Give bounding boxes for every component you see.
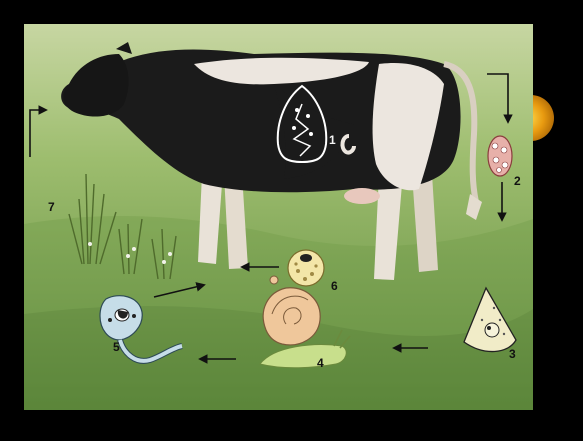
stage-label-4: 4	[317, 356, 324, 370]
pasture-photo: 1 2 3 4 5 6 7	[24, 24, 533, 410]
stage-label-6: 6	[331, 279, 338, 293]
stage-label-5: 5	[113, 340, 120, 354]
life-cycle-diagram	[24, 24, 533, 410]
stage-label-2: 2	[514, 174, 521, 188]
stage-label-7: 7	[48, 200, 55, 214]
egg-icon	[488, 136, 512, 176]
stage-label-3: 3	[509, 347, 516, 361]
stage-label-1: 1	[329, 133, 336, 147]
metacercaria-cyst-icon	[288, 250, 324, 286]
